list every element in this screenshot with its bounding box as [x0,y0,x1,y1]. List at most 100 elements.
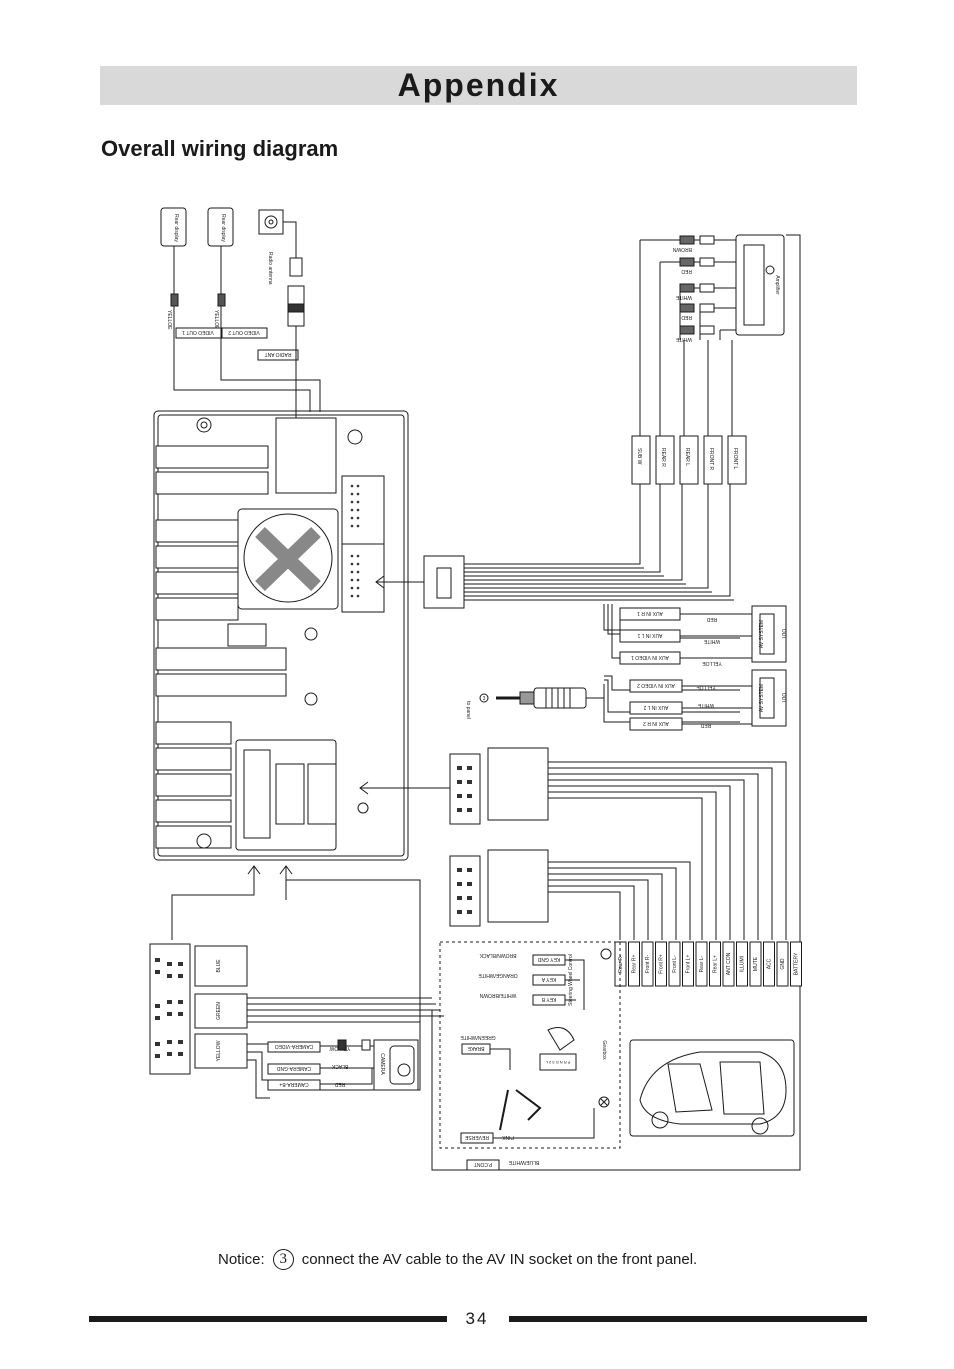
page-number: 34 [465,1309,489,1328]
harness-green-wires [247,997,444,1023]
gear-indicator [539,1053,577,1071]
speaker-wire-box [749,941,762,987]
amp-output-label-4: FRONT R [708,448,714,471]
panel-mark-1 [600,948,612,960]
bottom-left-group: BLUE GREEN YELLOW CAMERA-VIDEO CAMERA-GN… [149,865,444,1099]
handbrake-icon [499,1089,542,1131]
plug-icon [217,293,226,307]
yellow-connector [194,1033,248,1069]
jack-collar [519,691,535,705]
lamp-icon [600,1098,608,1106]
car-illustration [629,1039,795,1137]
gear-letters: P R N D 3 2 L [545,1060,570,1065]
av-system-2-sub: OUT [780,693,786,704]
amp-output-label-5: FRONT L [732,448,738,470]
camera-plug [337,1039,347,1051]
amp-vertical-wires [639,240,721,340]
speaker-wire-label: BATTERY [794,952,800,975]
amp-output-box-2 [655,435,675,485]
av2-color-yellow: YELLOE [696,684,716,690]
camera-plug [361,1039,371,1051]
iso-socket-1 [243,749,271,839]
wheel-icon [651,1111,669,1129]
av-rca-wires [680,613,752,725]
amp-wire-color-3: WHITE [675,294,692,300]
pcont-box [466,1159,500,1171]
camera-harness-wires [247,1043,270,1099]
wheel-icon [751,1117,769,1135]
notice: Notice: 3 connect the AV cable to the AV… [218,1249,697,1270]
amp-output-wires [639,340,733,436]
car-windows [667,1061,765,1115]
camera-bplus-label: CAMERA-B+ [279,1081,308,1087]
iso-arrow-icon [359,781,450,795]
outer-loop-wire [431,234,801,1171]
camera-video-label: CAMERA-VIDEO [275,1043,314,1049]
speaker-wire-label: Rear L- [699,955,705,972]
antenna-icon [264,215,278,229]
speaker-wire-label: Front R- [645,955,651,974]
aux-in-video2-label: AUX IN VIDEO 2 [637,682,675,688]
speaker-wire-label: ANT CON [726,952,732,975]
to-panel-label: to panel [465,701,471,719]
control-dashed-box [439,941,621,1149]
brake-wire [490,1048,511,1070]
speaker-wire-label: GND [780,958,786,970]
notice-label: Notice: [218,1251,265,1268]
speaker-wire-label: Front L+ [686,955,692,974]
key-b-label: KEY B [541,996,556,1002]
rear-display-group: Rear display Rear display YELLOE YELLOE … [160,207,321,440]
amp-output-label-2: REAR R [660,448,666,467]
rear-display-1-label: Rear display [173,214,179,242]
video-out-2-label: VIDEO OUT 2 [228,329,260,335]
av-system-1-group: AUX IN R 1 AUX IN L 1 AUX IN VIDEO 1 RED… [619,605,787,666]
camera-icon [389,1045,415,1085]
fan-blades [255,526,321,592]
speaker-wire-label: Front L- [672,955,678,973]
socket-icon [304,627,318,641]
key-a-color: ORANGE/WHITE [478,972,518,978]
harness-arrow-1 [171,865,261,940]
av1-color-yellow: YELLOE [702,660,722,666]
jack-body [533,687,587,709]
video-out-1-label: VIDEO OUT 1 [182,329,214,335]
jack-grip [545,688,571,708]
amp-wire-color-1: BROWN [672,246,692,252]
green-label: GREEN [216,1002,222,1020]
key-b-color: WHITE/BROWN [479,992,516,998]
av1-color-red: RED [706,616,717,622]
antenna-cable [283,221,297,260]
ground-icon [357,802,369,814]
amplifier-label: Amplifier [774,275,780,295]
iso-socket-3 [307,763,337,825]
amp-wire-color-5: WHITE [675,336,692,342]
aux-in-l2-label: AUX IN L 2 [643,704,668,710]
steering-wires [565,959,585,1010]
speaker-wire-label: Front R+ [659,954,665,974]
heat-fins [155,445,287,849]
reverse-color: PINK [502,1134,514,1140]
blue-label: BLUE [216,959,222,973]
amplifier-group: Amplifier BROWN RED WHITE RED WHITE SUB … [631,234,785,485]
iso-connectors [359,234,801,1171]
amp-wire-color-2: RED [681,268,692,274]
pcont-color: BLUE/WHITE [508,1159,539,1165]
speaker-wire-box [682,941,694,987]
speaker-wire-label: Rear L+ [713,955,719,973]
speaker-wire-labels: Rear R-Rear R+Front R-Front R+Front L-Fr… [614,941,802,987]
speaker-wire-label: ILLUMI [740,956,746,972]
footer-rule-right [509,1316,867,1322]
car-icon [639,1051,787,1125]
antenna-adapter-band [287,303,305,313]
antenna-plug [289,257,303,277]
radio-antenna-box [258,209,284,235]
iso-wires-upper [548,761,787,940]
av-system-2-group: AUX IN VIDEO 2 AUX IN L 2 AUX IN R 2 YEL… [629,613,787,731]
amp-rca-wires [640,235,736,335]
blue-connector [194,945,248,987]
plug-icon [170,293,179,307]
av1-color-white: WHITE [703,638,720,644]
page-title: Appendix [397,67,560,103]
usb-port [227,623,267,647]
speaker-wire-label: MUTE [753,956,759,971]
